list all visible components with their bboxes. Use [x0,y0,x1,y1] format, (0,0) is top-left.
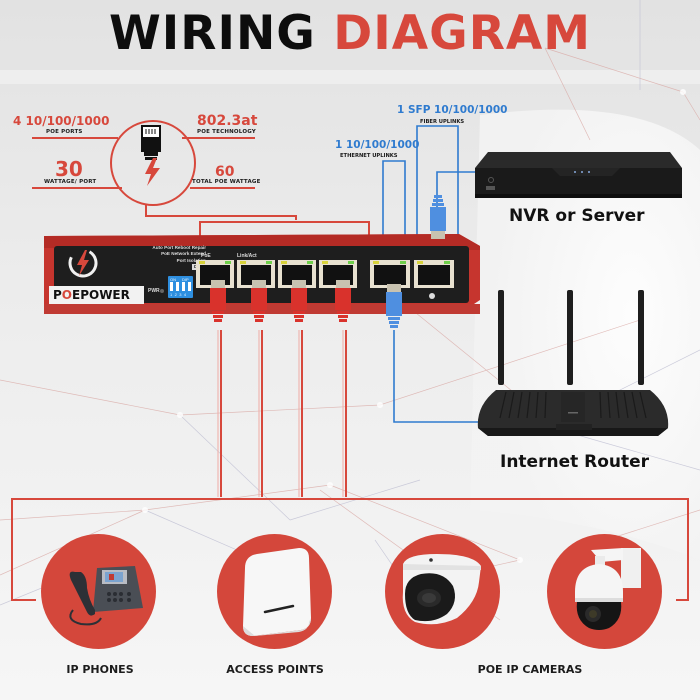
ip-phones-circle [41,534,156,649]
spec-poe-ports-value: 4 10/100/1000 [13,114,110,128]
poe-camera-icon [402,554,481,625]
brand-plate: POEPOWER [49,286,144,304]
ethernet-uplink-bracket [382,160,406,268]
plug-row [210,280,402,328]
ethernet-plug-lightning-icon [141,125,161,186]
ethernet-uplink-port [370,260,410,288]
dip-toggle-3[interactable] [182,282,185,291]
pwr-led [160,289,164,293]
spec-total-wattage-value: 60 [215,164,235,180]
blue-plug-router [386,284,402,328]
white-arc [470,109,700,561]
blue-plug-nvr [430,195,446,239]
dip-label-1: Auto Port Reboot Repair [152,245,206,250]
spec-total-wattage-caption: TOTAL POE WATTAGE [192,179,261,185]
router-label: Internet Router [500,452,650,472]
router-cable [393,330,478,423]
poe-power-logo-icon [68,248,98,278]
dip-toggle-1[interactable] [170,282,173,291]
access-point-icon [243,548,311,636]
link-act-label: Link/Act [237,253,257,259]
spec-technology-value: 802.3at [197,113,258,129]
access-points-circle [217,534,332,649]
poe-switch: POEPOWER Auto Port Reboot Repair PoE Net… [44,228,480,328]
brand-e: EPOWER [72,288,130,302]
poe-label: PoE [201,253,211,259]
dip-header-label: DIP [182,277,189,282]
red-plug-2 [251,280,267,322]
red-plug-3 [291,280,307,322]
spec-wattage-port-value: 30 [55,157,83,181]
dip-switch[interactable]: ON DIP 1234 [168,276,193,298]
title-part-wiring: WIRING [108,6,316,61]
spec-wattage-port-caption: WATTAGE/ PORT [44,179,97,185]
dip-label-2: PoE Network Extend [161,251,206,257]
category-poe-cameras-label: POE IP CAMERAS [477,663,583,676]
port-row [196,260,454,299]
ptz-camera-circle [547,534,662,649]
category-ip-phones-label: IP PHONES [66,663,134,676]
spec-connector-lines [32,120,297,220]
pwr-label: PWR [148,288,160,294]
router-device-icon [477,290,669,436]
category-access-points-label: ACCESS POINTS [226,663,324,676]
nvr-device-icon [475,152,682,198]
spec-block: 4 10/100/1000 POE PORTS 802.3at POE TECH… [0,100,297,220]
ethernet-uplink-caption: ETHERNET UPLINKS [340,153,398,159]
spec-poe-ports-caption: POE PORTS [46,129,83,135]
distribution-bus [11,498,689,601]
ethernet-uplink-value: 1 10/100/1000 [335,139,420,151]
dip-toggle-4[interactable] [188,282,191,291]
brand-p: P [53,288,62,302]
ip-phone-icon [69,566,143,626]
dip-on-label: ON [170,277,176,282]
dip-label-3: Port Isolation [176,257,206,263]
fiber-uplink-caption: FIBER UPLINKS [420,119,465,125]
red-plug-1 [210,280,226,322]
poe-port-4 [319,260,357,288]
sfp-uplink-port [414,260,454,288]
fiber-uplink-value: 1 SFP 10/100/1000 [397,104,508,116]
dome-camera-circle [385,534,500,649]
dip-labels: Auto Port Reboot Repair PoE Network Exte… [106,245,206,271]
fiber-uplink-bracket [416,125,459,268]
brand-o: O [61,288,72,302]
spec-technology-caption: POE TECHNOLOGY [197,129,256,135]
page-title: WIRING DIAGRAM [0,6,700,61]
dip-numbers: 1234 [170,292,189,297]
ptz-camera-icon [575,548,641,630]
nvr-label: NVR or Server [509,206,645,226]
title-part-diagram: DIAGRAM [333,6,592,61]
dip-toggle-2[interactable] [176,282,179,291]
red-plug-4 [335,280,351,322]
